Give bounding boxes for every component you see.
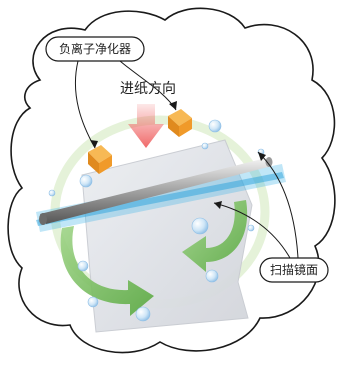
orange-cube-icon-right — [168, 109, 192, 137]
scan-mirror-leader-upper — [257, 151, 299, 259]
scan-mirror-label: 扫描镜面 — [270, 262, 318, 277]
rotation-arrow-right — [182, 200, 248, 272]
ionizer-callout: 负离子净化器 — [45, 36, 145, 62]
orange-cube-icon — [88, 145, 112, 174]
scan-rod — [39, 157, 273, 225]
ionizer-label: 负离子净化器 — [59, 41, 131, 56]
feed-direction-label: 进纸方向 — [120, 81, 176, 97]
scan-beam-core — [36, 172, 284, 226]
down-arrow-icon — [128, 104, 164, 148]
scan-mirror-callout: 扫描镜面 — [259, 257, 329, 283]
rotation-arrow-left — [60, 226, 154, 316]
bubble-icon — [48, 119, 265, 322]
scan-mirror-leader-lower — [213, 202, 291, 259]
